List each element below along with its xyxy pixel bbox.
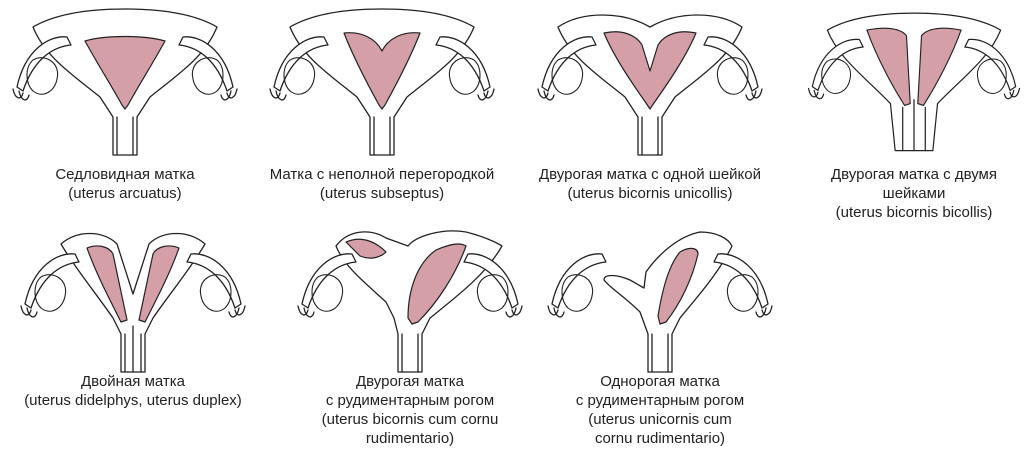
- caption-line: (uterus arcuatus): [5, 184, 245, 203]
- caption-line: (uterus bicornis bicollis): [800, 203, 1028, 222]
- caption-line: Матка с неполной перегородкой: [252, 165, 512, 184]
- uterus-didelphys-diagram: [13, 222, 253, 372]
- caption-line: Двойная матка: [2, 372, 264, 391]
- uterus-subseptus-diagram: [262, 5, 502, 155]
- caption-line: Седловидная матка: [5, 165, 245, 184]
- panel-uterus-bicornis-rudimentary: Двурогая матка с рудиментарным рогом (ut…: [285, 222, 535, 472]
- uterus-arcuatus-diagram: [5, 5, 245, 155]
- caption-line: Двурогая матка: [285, 372, 535, 391]
- caption-line: (uterus unicornis cum: [535, 410, 785, 429]
- uterus-bicornis-bicollis-diagram: [801, 5, 1027, 155]
- caption-uterus-bicornis-rudimentary: Двурогая матка с рудиментарным рогом (ut…: [285, 372, 535, 448]
- caption-uterus-subseptus: Матка с неполной перегородкой (uterus su…: [252, 165, 512, 203]
- caption-line: (uterus subseptus): [252, 184, 512, 203]
- caption-line: с рудиментарным рогом: [285, 391, 535, 410]
- panel-uterus-subseptus: Матка с неполной перегородкой (uterus su…: [252, 5, 512, 220]
- panel-uterus-bicornis-unicollis: Двурогая матка с одной шейкой (uterus bi…: [515, 5, 785, 220]
- caption-uterus-arcuatus: Седловидная матка (uterus arcuatus): [5, 165, 245, 203]
- panel-uterus-arcuatus: Седловидная матка (uterus arcuatus): [5, 5, 245, 220]
- caption-uterus-bicornis-bicollis: Двурогая матка с двумя шейками (uterus b…: [800, 165, 1028, 222]
- caption-line: Двурогая матка с двумя: [800, 165, 1028, 184]
- caption-line: шейками: [800, 184, 1028, 203]
- uterus-unicornis-rudimentary-diagram: [540, 222, 780, 372]
- caption-line: cornu rudimentario): [535, 429, 785, 448]
- caption-line: (uterus didelphys, uterus duplex): [2, 391, 264, 410]
- caption-line: Однорогая матка: [535, 372, 785, 391]
- caption-line: с рудиментарным рогом: [535, 391, 785, 410]
- panel-uterus-unicornis-rudimentary: Однорогая матка с рудиментарным рогом (u…: [535, 222, 785, 472]
- uterus-bicornis-unicollis-diagram: [530, 5, 770, 155]
- panel-uterus-bicornis-bicollis: Двурогая матка с двумя шейками (uterus b…: [800, 5, 1028, 255]
- caption-line: Двурогая матка с одной шейкой: [515, 165, 785, 184]
- uterus-bicornis-rudimentary-diagram: [290, 222, 530, 372]
- panel-uterus-didelphys: Двойная матка (uterus didelphys, uterus …: [2, 222, 264, 442]
- caption-line: rudimentario): [285, 429, 535, 448]
- caption-uterus-didelphys: Двойная матка (uterus didelphys, uterus …: [2, 372, 264, 410]
- caption-line: (uterus bicornis cum cornu: [285, 410, 535, 429]
- caption-uterus-bicornis-unicollis: Двурогая матка с одной шейкой (uterus bi…: [515, 165, 785, 203]
- caption-uterus-unicornis-rudimentary: Однорогая матка с рудиментарным рогом (u…: [535, 372, 785, 448]
- caption-line: (uterus bicornis unicollis): [515, 184, 785, 203]
